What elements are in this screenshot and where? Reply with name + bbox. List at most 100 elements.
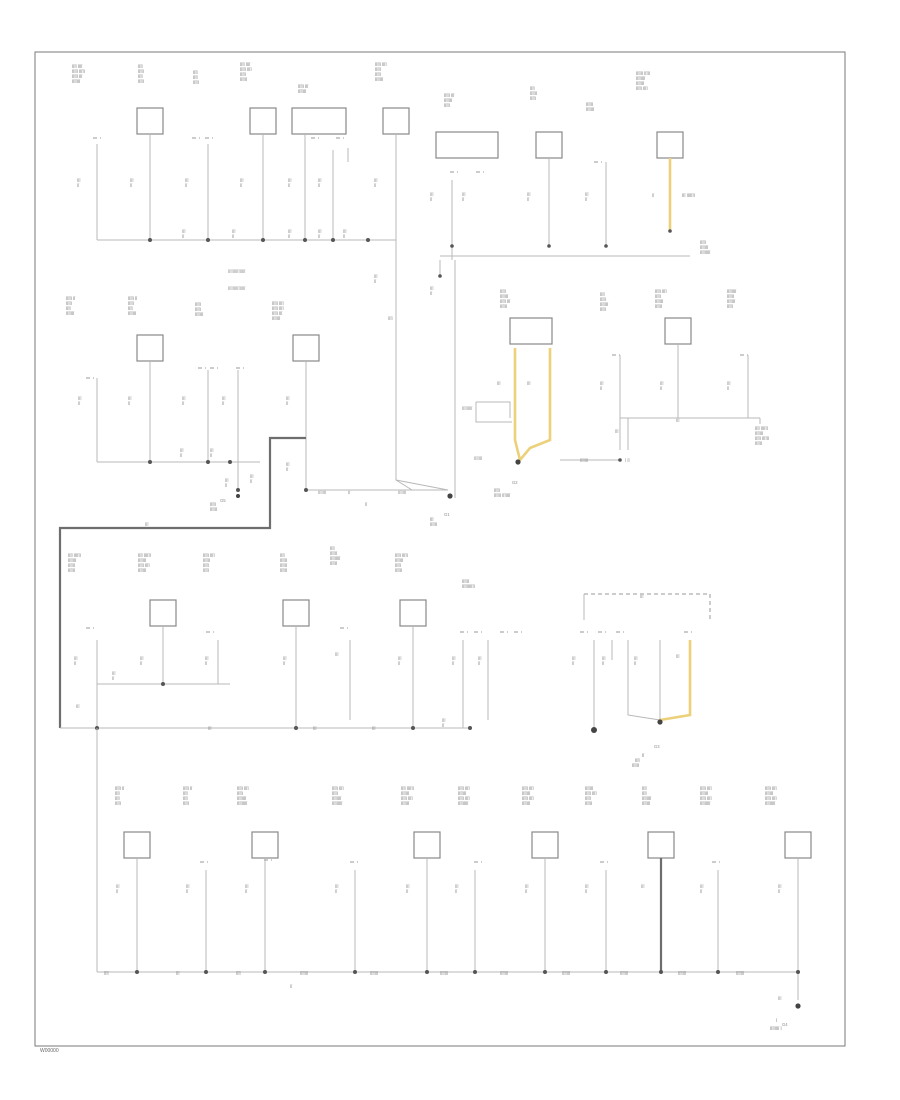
svg-text:ĪĪ: ĪĪ: [182, 401, 185, 406]
svg-text:ĪĪĪĪĪĪĪĪ Ī: ĪĪĪĪĪĪĪĪ Ī: [770, 1026, 782, 1031]
svg-text:ĪĪ: ĪĪ: [585, 889, 588, 894]
svg-text:ĪĪĪ: ĪĪĪ: [140, 656, 144, 661]
svg-text:ĪĪ: ĪĪ: [232, 234, 235, 239]
svg-text:ĪĪĪĪĪĪĪ: ĪĪĪĪĪĪĪ: [272, 316, 281, 321]
svg-text:ĪĪĪ: ĪĪĪ: [145, 522, 149, 527]
svg-text:ĪĪ: ĪĪ: [700, 889, 703, 894]
svg-text:ĪĪĪĪ: ĪĪĪĪ: [280, 553, 285, 558]
component-box: [292, 334, 320, 362]
svg-text:ĪĪĪĪĪ: ĪĪĪĪĪ: [195, 302, 202, 307]
svg-text:ĪĪĪĪĪĪĪ: ĪĪĪĪĪĪĪ: [522, 791, 531, 796]
svg-text:ĪĪĪ: ĪĪĪ: [335, 652, 339, 657]
svg-text:ĪĪĪĪĪĪĪ: ĪĪĪĪĪĪĪ: [500, 971, 509, 976]
svg-text:ĪĪĪĪĪĪĪĪĪ: ĪĪĪĪĪĪĪĪĪ: [330, 556, 341, 561]
svg-text:ĪĪ: ĪĪ: [74, 661, 77, 666]
svg-text:ĪĪĪ: ĪĪĪ: [77, 178, 81, 183]
svg-text:ĪĪ: ĪĪ: [600, 386, 603, 391]
svg-text:ĪĪĪĪ: ĪĪĪĪ: [635, 758, 640, 763]
svg-text:ĪĪĪĪĪ ĪĪĪĪ: ĪĪĪĪĪ ĪĪĪĪ: [458, 796, 470, 801]
svg-text:ĪĪĪĪĪĪĪ: ĪĪĪĪĪĪĪ: [458, 791, 467, 796]
svg-text:ĪĪĪĪĪ ĪĪĪĪ: ĪĪĪĪĪ ĪĪĪĪ: [272, 301, 284, 306]
svg-text:ĪĪĪĪĪ ĪĪĪĪ: ĪĪĪĪĪ ĪĪĪĪ: [765, 796, 777, 801]
svg-text:ĪĪĪĪĪĪĪ: ĪĪĪĪĪĪĪ: [636, 81, 645, 86]
svg-text:ĪĪĪ: ĪĪĪ: [374, 178, 378, 183]
svg-text:ĪĪĪĪĪĪĪ: ĪĪĪĪĪĪĪ: [642, 801, 651, 806]
svg-text:ĪĪĪĪĪ: ĪĪĪĪĪ: [494, 488, 501, 493]
svg-text:ĪĪĪĪ: ĪĪĪĪ: [530, 86, 535, 91]
svg-text:ĪĪĪĪĪĪĪ: ĪĪĪĪĪĪĪ: [736, 971, 745, 976]
svg-text:ĪĪĪĪĪĪĪ: ĪĪĪĪĪĪĪ: [655, 299, 664, 304]
svg-text:ĪĪĪĪĪĪĪĪ: ĪĪĪĪĪĪĪĪ: [727, 289, 737, 294]
svg-text:ĪĪ: ĪĪ: [778, 889, 781, 894]
svg-text:ĪĪĪĪ ĪĪĪĪĪĪ: ĪĪĪĪ ĪĪĪĪĪĪ: [138, 553, 152, 558]
svg-text:ĪĪĪ: ĪĪĪ: [398, 656, 402, 661]
ground-g4: G4: [782, 1003, 801, 1027]
component-box: [535, 131, 563, 159]
svg-text:ĪĪĪĪĪ: ĪĪĪĪĪ: [500, 289, 507, 294]
svg-text:ĪĪĪĪĪĪ: ĪĪĪĪĪĪ: [68, 568, 76, 573]
svg-text:ĪĪĪ: ĪĪĪ: [208, 726, 212, 731]
svg-text:ĪĪ: ĪĪ: [250, 479, 253, 484]
svg-text:ĪĪĪ: ĪĪĪ: [286, 396, 290, 401]
svg-text:ĪĪĪĪĪĪĪ: ĪĪĪĪĪĪĪ: [755, 431, 764, 436]
svg-text:ĪĪ: ĪĪ: [525, 889, 528, 894]
svg-text:ĪĪĪĪĪ: ĪĪĪĪĪ: [600, 307, 607, 312]
component-box: [282, 599, 310, 627]
component-box: [249, 107, 277, 135]
svg-text:ĪĪĪ: ĪĪĪ: [232, 229, 236, 234]
svg-text:ĪĪ: ĪĪ: [182, 234, 185, 239]
svg-text:ĪĪĪĪ: ĪĪĪĪ: [330, 546, 335, 551]
svg-text:ĪĪĪĪĪĪĪ: ĪĪĪĪĪĪĪ: [678, 971, 687, 976]
svg-text:ĪĪĪĪĪĪĪ: ĪĪĪĪĪĪĪ: [620, 971, 629, 976]
svg-text:ĪĪ: ĪĪ: [478, 661, 481, 666]
svg-text:ĪĪĪĪĪ: ĪĪĪĪĪ: [530, 96, 537, 101]
svg-text:ĪĪĪĪĪĪ: ĪĪĪĪĪĪ: [68, 563, 76, 568]
svg-text:ĪĪĪĪĪ ĪĪĪĪ: ĪĪĪĪĪ ĪĪĪĪ: [458, 786, 470, 791]
svg-text:ĪĪĪĪĪĪ: ĪĪĪĪĪĪ: [430, 522, 438, 527]
svg-text:ĪĪĪĪĪĪĪ: ĪĪĪĪĪĪĪ: [580, 458, 589, 463]
svg-text:ĪĪĪĪĪ ĪĪĪ: ĪĪĪĪĪ ĪĪĪ: [500, 299, 511, 304]
svg-text:ĪĪĪĪĪĪĪĪĪ: ĪĪĪĪĪĪĪĪĪ: [765, 801, 776, 806]
svg-text:ĪĪĪĪĪ ĪĪĪ: ĪĪĪĪĪ ĪĪĪ: [298, 84, 309, 89]
component-box: [413, 831, 441, 859]
svg-text:ĪĪ: ĪĪ: [398, 661, 401, 666]
svg-text:ĪĪĪĪĪĪĪ: ĪĪĪĪĪĪĪ: [375, 77, 384, 82]
svg-text:ĪĪĪĪĪ ĪĪĪĪ: ĪĪĪĪĪ ĪĪĪĪ: [237, 786, 249, 791]
svg-text:ĪĪĪĪ: ĪĪĪĪ: [600, 292, 605, 297]
svg-text:ĪĪĪ: ĪĪĪ: [286, 462, 290, 467]
svg-text:ĪĪĪ: ĪĪĪ: [130, 178, 134, 183]
svg-text:ĪĪĪĪĪ ĪĪĪĪĪ: ĪĪĪĪĪ ĪĪĪĪĪ: [72, 69, 86, 74]
svg-text:ĪĪ: ĪĪ: [77, 183, 80, 188]
svg-text:ĪĪĪ: ĪĪĪ: [205, 656, 209, 661]
svg-text:ĪĪĪĪĪ ĪĪĪĪĪĪ: ĪĪĪĪĪ ĪĪĪĪĪĪ: [755, 436, 770, 441]
svg-text:ĪĪ: ĪĪ: [652, 193, 655, 198]
svg-text:ĪĪĪĪĪ ĪĪ: ĪĪĪĪĪ ĪĪ: [128, 296, 138, 301]
component-box: [149, 599, 177, 627]
svg-text:ĪĪĪĪĪ: ĪĪĪĪĪ: [115, 801, 122, 806]
svg-text:ĪĪ: ĪĪ: [406, 889, 409, 894]
section-1-wiring: ĪĪĪĪ ĪĪĪĪĪĪĪĪĪ ĪĪĪĪĪĪĪĪĪĪ ĪĪĪĪĪĪĪĪĪĪ ĪĪĪ…: [72, 62, 711, 498]
svg-text:ĪĪĪĪĪ ĪĪĪ: ĪĪĪĪĪ ĪĪĪ: [444, 93, 455, 98]
svg-text:ĪĪĪ: ĪĪĪ: [78, 396, 82, 401]
svg-text:ĪĪ: ĪĪ: [240, 183, 243, 188]
svg-text:ĪĪĪĪĪ: ĪĪĪĪĪ: [128, 301, 135, 306]
svg-text:ĪĪĪĪĪ ĪĪĪĪ: ĪĪĪĪĪ ĪĪĪĪ: [585, 791, 597, 796]
svg-text:ĪĪĪĪĪĪ: ĪĪĪĪĪĪ: [240, 77, 248, 82]
svg-text:ĪĪ: ĪĪ: [430, 291, 433, 296]
svg-text:ĪĪĪĪĪĪ: ĪĪĪĪĪĪ: [280, 558, 288, 563]
svg-text:ĪĪĪĪĪĪĪ: ĪĪĪĪĪĪĪ: [66, 311, 75, 316]
svg-text:ĪĪĪ ĪĪĪĪĪĪĪ: ĪĪĪ ĪĪĪĪĪĪĪ: [682, 193, 696, 198]
svg-text:ĪĪĪĪĪĪĪ: ĪĪĪĪĪĪĪ: [395, 558, 404, 563]
ground-label-g4: G4: [782, 1022, 788, 1027]
svg-text:ĪĪĪĪĪ ĪĪĪĪĪ: ĪĪĪĪĪ ĪĪĪĪĪ: [395, 553, 409, 558]
svg-text:ĪĪ: ĪĪ: [727, 386, 730, 391]
svg-text:ĪĪĪĪĪĪĪ: ĪĪĪĪĪĪĪ: [440, 971, 449, 976]
svg-text:ĪĪĪ: ĪĪĪ: [250, 474, 254, 479]
svg-text:ĪĪĪĪĪĪĪĪ: ĪĪĪĪĪĪĪĪ: [237, 796, 247, 801]
svg-text:ĪĪĪĪĪ ĪĪĪĪ: ĪĪĪĪĪ ĪĪĪĪ: [765, 786, 777, 791]
svg-text:ĪĪĪĪĪ: ĪĪĪĪĪ: [240, 72, 247, 77]
svg-text:ĪĪĪĪĪĪ: ĪĪĪĪĪĪ: [755, 441, 763, 446]
svg-text:ĪĪĪĪĪ: ĪĪĪĪĪ: [375, 72, 382, 77]
